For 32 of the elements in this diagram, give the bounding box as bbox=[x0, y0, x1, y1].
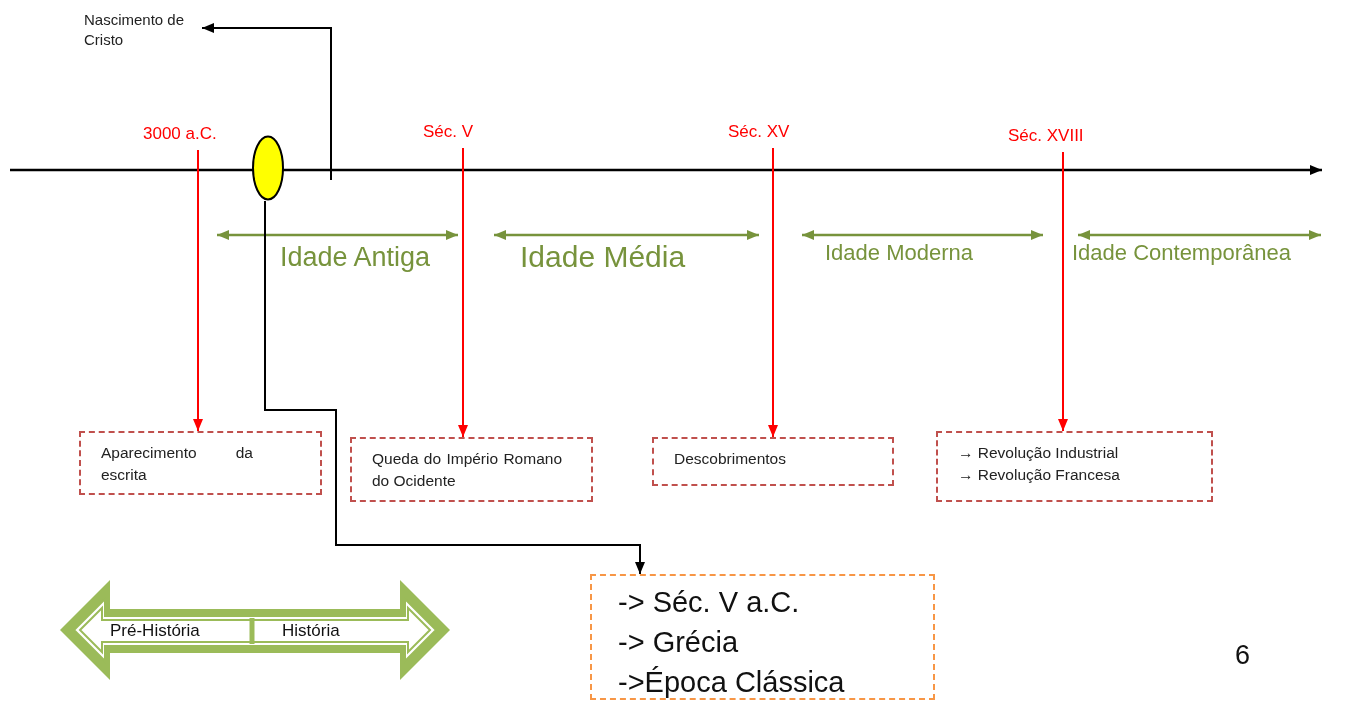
arrow bbox=[201, 23, 332, 161]
period-label: Idade Média bbox=[520, 240, 686, 274]
event-text: → Revolução Industrial bbox=[958, 443, 1120, 463]
event-text: Descobrimentos bbox=[674, 449, 787, 469]
era-text: Pré-História bbox=[110, 621, 200, 641]
arrow bbox=[458, 147, 468, 438]
period-label: Idade Moderna bbox=[825, 240, 973, 266]
arrow bbox=[1058, 151, 1068, 432]
event-box bbox=[936, 431, 1213, 502]
era-text: História bbox=[282, 621, 340, 641]
date-label: 3000 a.C. bbox=[143, 124, 253, 148]
date-label: Séc. V bbox=[423, 122, 503, 146]
note-text: -> Grécia bbox=[618, 625, 740, 660]
arrow bbox=[768, 147, 778, 438]
arrow bbox=[264, 200, 645, 575]
event-box bbox=[652, 437, 894, 486]
event-label: Nascimento de Cristo bbox=[84, 10, 202, 58]
event-text: Queda do Império Romano do Ocidente bbox=[372, 449, 562, 491]
period-label: Idade Contemporânea bbox=[1072, 240, 1291, 266]
marker bbox=[252, 135, 284, 201]
note-text: -> Séc. V a.C. bbox=[618, 585, 801, 620]
event-text: Aparecimento da escrita bbox=[101, 443, 253, 485]
period-label: Idade Antiga bbox=[280, 242, 431, 273]
date-label: Séc. XV bbox=[728, 122, 818, 146]
arrow bbox=[193, 149, 203, 432]
event-box bbox=[350, 437, 593, 502]
note-box bbox=[590, 574, 935, 700]
event-box bbox=[79, 431, 322, 495]
note-text: ->Época Clássica bbox=[618, 665, 846, 700]
page-number: 6 bbox=[1235, 640, 1251, 671]
event-text: → Revolução Francesa bbox=[958, 465, 1121, 485]
date-label: Séc. XVIII bbox=[1008, 126, 1118, 150]
